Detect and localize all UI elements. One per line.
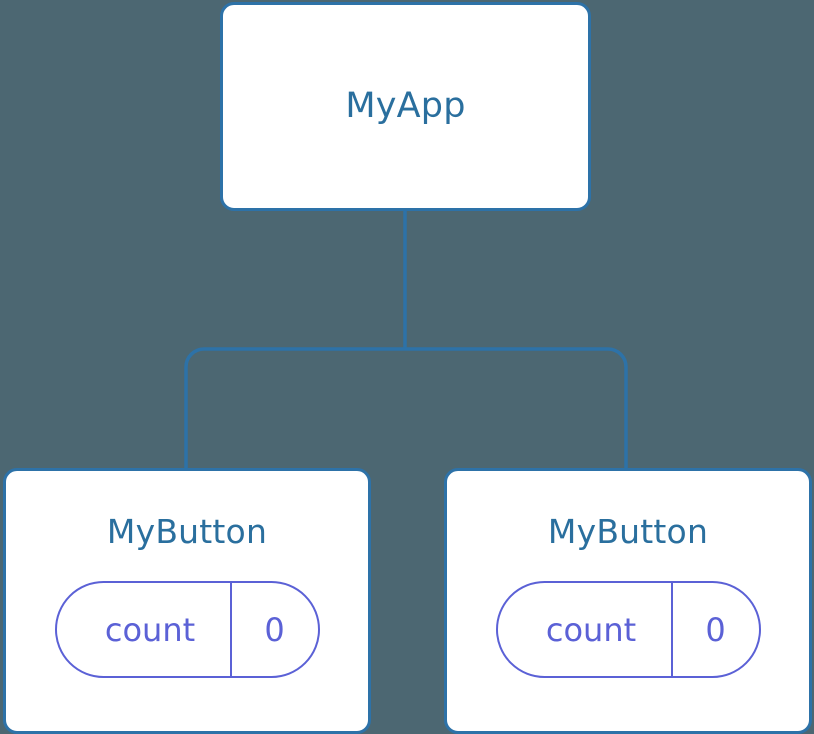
state-badge[interactable]: count 0 [495,581,761,678]
node-title: MyButton [547,512,709,551]
node-title: MyApp [345,86,466,126]
node-title: MyButton [106,512,268,551]
state-key-label: count [545,610,637,649]
tree-node-mybutton-0[interactable]: MyButton count 0 [3,468,371,734]
state-badge[interactable]: count 0 [54,581,320,678]
tree-node-myapp[interactable]: MyApp [220,2,591,211]
edge-root-to-child-1 [405,347,628,470]
state-key-label: count [104,610,196,649]
edge-root-to-child-0 [184,347,405,470]
state-value-label: 0 [670,583,759,676]
tree-node-mybutton-1[interactable]: MyButton count 0 [444,468,812,734]
state-value-label: 0 [229,583,318,676]
